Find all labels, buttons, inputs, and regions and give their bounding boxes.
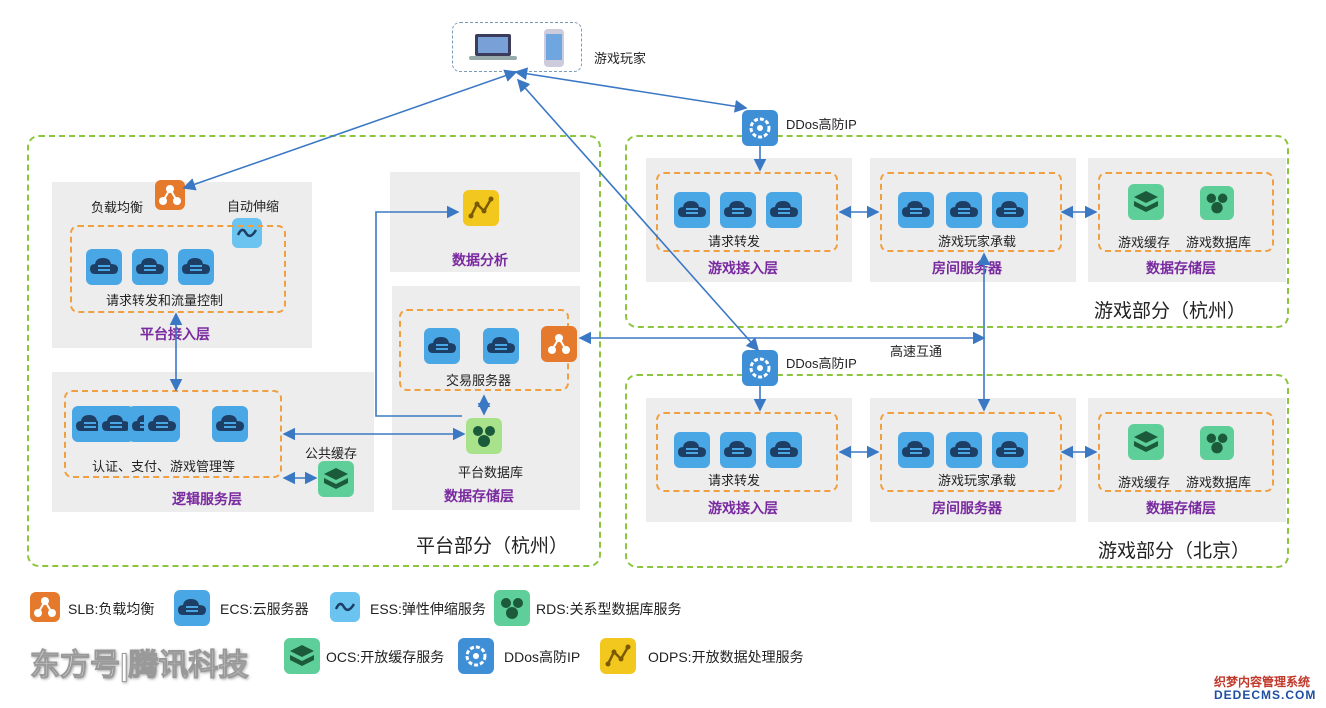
game-cache-icon[interactable] [1128,184,1164,220]
legend-ess-icon [330,592,360,622]
game-bj-access-layer-label: 游戏接入层 [708,500,778,516]
game-bj-region [625,374,1289,568]
game-hz-storage-layer-label: 数据存储层 [1146,260,1216,276]
ecs-icon[interactable] [992,432,1028,468]
platform-access-group-label: 请求转发和流量控制 [106,293,224,308]
ddos-mid-icon[interactable] [742,350,778,386]
game-hz-cache-label: 游戏缓存 [1118,235,1171,250]
game-db-icon[interactable] [1200,426,1234,460]
legend-ecs-label: ECS:云服务器 [220,601,309,617]
arrow-player-slb [182,69,518,191]
legend-ocs-icon [284,638,320,674]
slb-icon[interactable] [155,180,185,210]
ecs-icon[interactable] [992,192,1028,228]
slb-label: 负载均衡 [91,200,144,215]
platform-db-label: 平台数据库 [458,465,524,480]
legend-ddos-label: DDos高防IP [504,649,581,665]
ecs-icon[interactable] [946,432,982,468]
ecs-icon[interactable] [178,249,214,285]
game-hz-db-label: 游戏数据库 [1186,235,1252,250]
game-bj-access-group [656,412,838,492]
high-speed-label: 高速互通 [890,344,943,359]
legend-rds-label: RDS:关系型数据库服务 [536,601,682,617]
ecs-icon[interactable] [674,432,710,468]
legend-ecs-icon [174,590,210,626]
ecs-icon[interactable] [766,432,802,468]
ecs-icon[interactable] [898,192,934,228]
laptop-icon [467,32,519,62]
ecs-icon[interactable] [898,432,934,468]
arrow-player-ddos-top [514,67,748,113]
watermark-left: 东方号|腾讯科技 [29,649,249,683]
ecs-icon[interactable] [132,249,168,285]
legend-ess-label: ESS:弹性伸缩服务 [370,601,486,617]
game-hz-title: 游戏部分（杭州） [1094,301,1247,322]
analysis-layer-label: 数据分析 [452,252,508,268]
ecs-icon[interactable] [946,192,982,228]
ddos-mid-label: DDos高防IP [786,356,857,371]
game-bj-storage-layer-label: 数据存储层 [1146,500,1216,516]
ecs-icon[interactable] [483,328,519,364]
watermark-right-bottom: DEDECMS.COM [1214,688,1317,702]
platform-storage-layer-label: 数据存储层 [444,488,514,504]
ecs-icon[interactable] [86,249,122,285]
trade-group-label: 交易服务器 [446,373,512,388]
game-hz-room-group-label: 游戏玩家承载 [938,234,1017,249]
legend-ocs-label: OCS:开放缓存服务 [326,649,445,665]
ess-label: 自动伸缩 [227,199,280,214]
legend-odps-icon [600,638,636,674]
odps-icon[interactable] [463,190,499,226]
legend-rds-icon [494,590,530,626]
ecs-icon[interactable] [720,432,756,468]
game-hz-storage-group [1098,172,1274,252]
logic-layer-label: 逻辑服务层 [172,491,242,507]
ddos-top-label: DDos高防IP [786,117,857,132]
game-bj-access-group-label: 请求转发 [708,473,761,488]
logic-group-label: 认证、支付、游戏管理等 [92,459,236,474]
ess-icon[interactable] [232,218,262,248]
game-bj-cache-label: 游戏缓存 [1118,475,1171,490]
players-box [452,22,582,72]
players-label: 游戏玩家 [594,51,647,66]
legend-slb-label: SLB:负载均衡 [68,601,155,617]
legend-ddos-icon [458,638,494,674]
ecs-icon[interactable] [144,406,180,442]
game-bj-storage-panel [1088,398,1286,522]
game-hz-storage-panel [1088,158,1286,282]
platform-title: 平台部分（杭州） [416,536,569,557]
watermark-right-top: 织梦内容管理系统 [1214,675,1311,689]
game-bj-db-label: 游戏数据库 [1186,475,1252,490]
arrow-db-analysis [375,205,462,417]
phone-icon [541,28,567,68]
game-bj-room-group-label: 游戏玩家承载 [938,473,1017,488]
public-cache-label: 公共缓存 [305,446,358,461]
legend-slb-icon [30,592,60,622]
game-bj-room-layer-label: 房间服务器 [932,500,1002,516]
ecs-icon[interactable] [424,328,460,364]
game-bj-storage-group [1098,412,1274,492]
legend-odps-label: ODPS:开放数据处理服务 [648,649,804,665]
arrow-player-ddos-mid [516,78,760,352]
public-cache-icon[interactable] [318,461,354,497]
game-db-icon[interactable] [1200,186,1234,220]
ecs-icon[interactable] [766,192,802,228]
ecs-icon[interactable] [212,406,248,442]
game-cache-icon[interactable] [1128,424,1164,460]
platform-db-icon[interactable] [466,418,502,454]
platform-access-group [70,225,286,313]
game-bj-title: 游戏部分（北京） [1098,541,1251,562]
